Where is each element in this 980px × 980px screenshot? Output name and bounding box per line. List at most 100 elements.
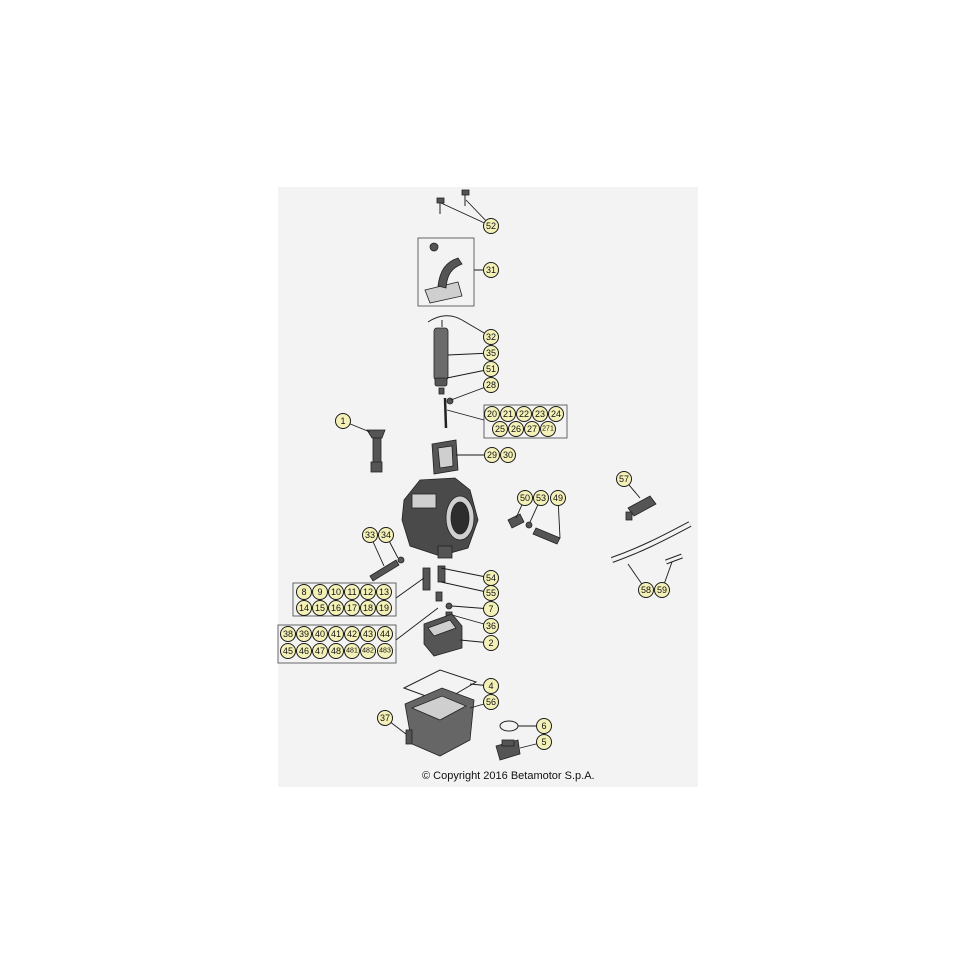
callout-18: 18 (360, 600, 376, 616)
svg-text:59: 59 (657, 585, 667, 595)
callout-36: 36 (483, 618, 499, 634)
svg-text:10: 10 (331, 587, 341, 597)
svg-text:50: 50 (520, 493, 530, 503)
svg-text:19: 19 (379, 603, 389, 613)
callout-2: 2 (483, 635, 499, 651)
callout-42: 42 (344, 626, 360, 642)
svg-text:481: 481 (346, 648, 358, 655)
callout-271: 271 (540, 421, 556, 437)
callout-7: 7 (483, 601, 499, 617)
callout-25: 25 (492, 421, 508, 437)
svg-text:37: 37 (380, 713, 390, 723)
callout-8: 8 (296, 584, 312, 600)
callout-20: 20 (484, 406, 500, 422)
callout-13: 13 (376, 584, 392, 600)
callout-24: 24 (548, 406, 564, 422)
svg-text:54: 54 (486, 573, 496, 583)
callout-15: 15 (312, 600, 328, 616)
part-screw-37 (405, 729, 413, 745)
callout-21: 21 (500, 406, 516, 422)
part-carb-body (401, 477, 479, 559)
svg-text:35: 35 (486, 348, 496, 358)
callout-46: 46 (296, 643, 312, 659)
callout-56: 56 (483, 694, 499, 710)
svg-text:21: 21 (503, 409, 513, 419)
svg-text:39: 39 (299, 629, 309, 639)
svg-text:58: 58 (641, 585, 651, 595)
part-jets (422, 565, 453, 619)
svg-text:4: 4 (488, 681, 493, 691)
callout-38: 38 (280, 626, 296, 642)
svg-text:483: 483 (379, 648, 391, 655)
callout-9: 9 (312, 584, 328, 600)
svg-text:1: 1 (340, 416, 345, 426)
callout-1: 1 (335, 413, 351, 429)
part-needle (443, 397, 448, 429)
part-carb-top-31 (424, 242, 463, 304)
svg-text:32: 32 (486, 332, 496, 342)
callout-30: 30 (500, 447, 516, 463)
svg-text:17: 17 (347, 603, 357, 613)
svg-text:56: 56 (486, 697, 496, 707)
svg-text:45: 45 (283, 646, 293, 656)
svg-text:24: 24 (551, 409, 561, 419)
callout-483: 483 (377, 643, 393, 659)
callout-47: 47 (312, 643, 328, 659)
svg-text:44: 44 (380, 629, 390, 639)
callout-5: 5 (536, 734, 552, 750)
svg-text:52: 52 (486, 221, 496, 231)
callout-28: 28 (483, 377, 499, 393)
svg-text:16: 16 (331, 603, 341, 613)
callout-40: 40 (312, 626, 328, 642)
callout-23: 23 (532, 406, 548, 422)
callout-33: 33 (362, 527, 378, 543)
part-slide-29 (431, 439, 459, 475)
callout-16: 16 (328, 600, 344, 616)
callout-34: 34 (378, 527, 394, 543)
svg-text:8: 8 (301, 587, 306, 597)
svg-text:13: 13 (379, 587, 389, 597)
svg-text:43: 43 (363, 629, 373, 639)
svg-text:49: 49 (553, 493, 563, 503)
svg-text:2: 2 (488, 638, 493, 648)
callout-10: 10 (328, 584, 344, 600)
callout-51: 51 (483, 361, 499, 377)
callout-37: 37 (377, 710, 393, 726)
callout-48: 48 (328, 643, 344, 659)
callout-482: 482 (360, 643, 376, 659)
part-box-31 (417, 237, 475, 307)
copyright-text: © Copyright 2016 Betamotor S.p.A. (422, 770, 595, 782)
svg-text:51: 51 (486, 364, 496, 374)
svg-text:36: 36 (486, 621, 496, 631)
svg-text:11: 11 (347, 587, 356, 597)
svg-text:53: 53 (536, 493, 546, 503)
part-drain-plug-5 (495, 739, 521, 761)
svg-text:9: 9 (317, 587, 322, 597)
svg-text:27: 27 (527, 424, 537, 434)
callout-12: 12 (360, 584, 376, 600)
callout-32: 32 (483, 329, 499, 345)
group-box-8-19 (292, 582, 397, 617)
svg-text:26: 26 (511, 424, 521, 434)
callout-17: 17 (344, 600, 360, 616)
svg-text:40: 40 (315, 629, 325, 639)
svg-text:55: 55 (486, 588, 496, 598)
callout-58: 58 (638, 582, 654, 598)
callout-53: 53 (533, 490, 549, 506)
part-adjusters-49-53 (507, 513, 561, 545)
svg-text:271: 271 (542, 426, 554, 433)
callout-39: 39 (296, 626, 312, 642)
callout-481: 481 (344, 643, 360, 659)
svg-text:47: 47 (315, 646, 325, 656)
svg-text:18: 18 (363, 603, 373, 613)
callout-49: 49 (550, 490, 566, 506)
svg-text:14: 14 (299, 603, 309, 613)
svg-text:12: 12 (363, 587, 373, 597)
group-box-20-271 (483, 404, 568, 439)
callout-26: 26 (508, 421, 524, 437)
part-float-2 (423, 613, 463, 657)
callout-14: 14 (296, 600, 312, 616)
svg-text:20: 20 (487, 409, 497, 419)
svg-text:33: 33 (365, 530, 375, 540)
